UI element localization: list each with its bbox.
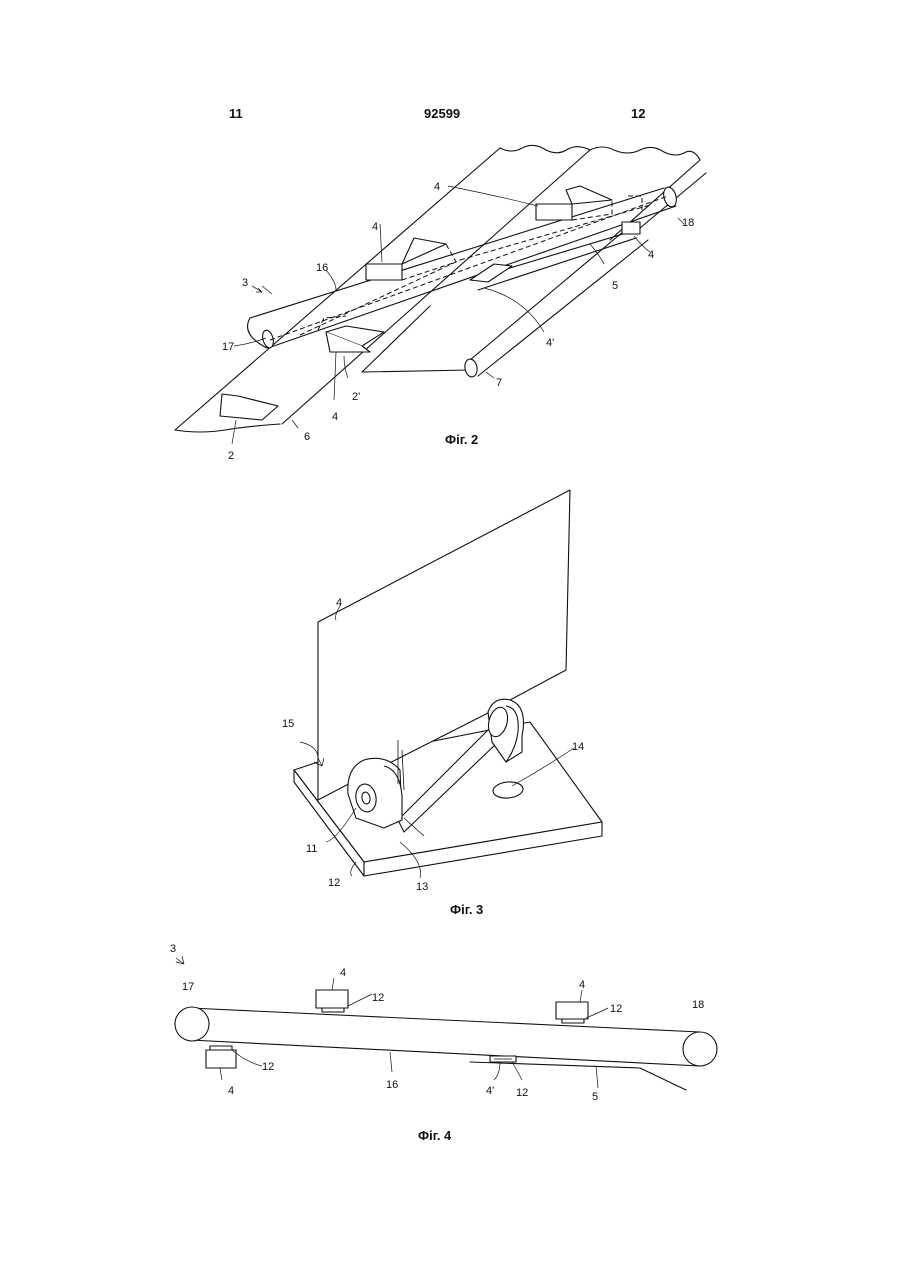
fig4-label-flap-c: 4 [228,1085,234,1097]
fig4-label-base-d: 12 [516,1087,528,1099]
fig4-label-flap-d: 4' [486,1085,494,1097]
fig4-label-roller-left: 17 [182,981,194,993]
fig4-label-guide: 5 [592,1091,598,1103]
fig4-label-base-b: 12 [610,1003,622,1015]
fig4-caption: Фіг. 4 [418,1128,451,1143]
fig4-label-base-a: 12 [372,992,384,1004]
fig4-label-flap-b: 4 [579,979,585,991]
fig4-label-base-c: 12 [262,1061,274,1073]
fig4-label-conveyor: 3 [170,943,176,955]
fig4-label-roller-right: 18 [692,999,704,1011]
fig4-label-flap-a: 4 [340,967,346,979]
fig4-label-belt: 16 [386,1079,398,1091]
